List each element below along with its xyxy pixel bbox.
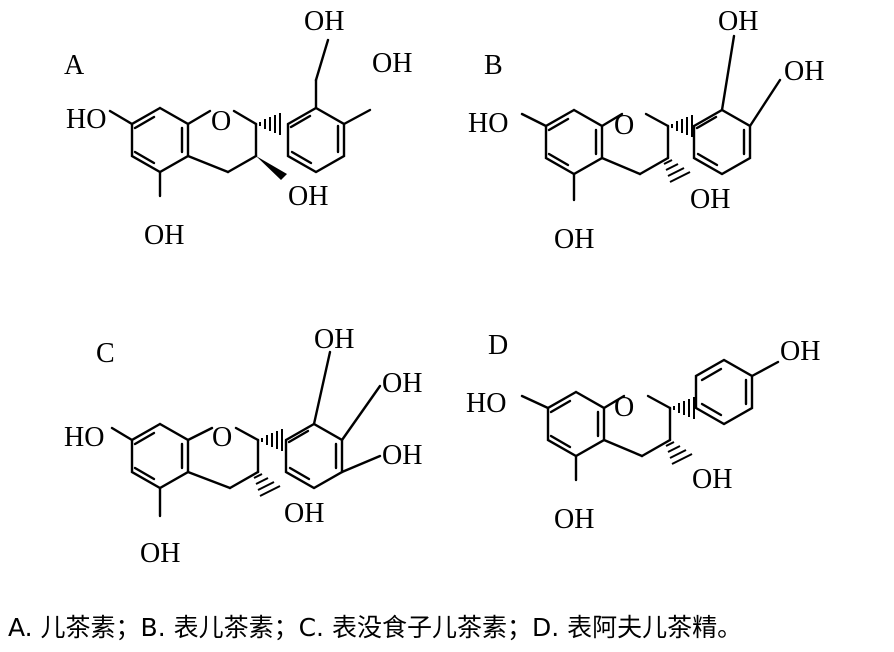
hydroxyl-c3: OH [288,181,328,212]
hydroxyl-c7: HO [468,108,508,139]
hydroxyl-b-ring-top: OH [314,324,354,355]
panel-c-label: C [96,338,115,369]
panel-b-label: B [484,50,503,81]
ring-oxygen: O [614,110,634,141]
hydroxyl-b-ring-lower: OH [382,440,422,471]
ring-oxygen: O [614,392,634,423]
hydroxyl-c5: OH [140,538,180,569]
hydroxyl-c7: HO [466,388,506,419]
hydroxyl-c3: OH [692,464,732,495]
panel-d-label: D [488,330,508,361]
hydroxyl-b-ring-top: OH [304,6,344,37]
hydroxyl-c7: HO [64,422,104,453]
ring-oxygen: O [211,106,231,137]
hydroxyl-b-ring-middle: OH [382,368,422,399]
hydroxyl-b-ring-right: OH [372,48,412,79]
hydroxyl-c3: OH [284,498,324,529]
hydroxyl-b-ring-para: OH [780,336,820,367]
hydroxyl-c7: HO [66,104,106,135]
panel-d-structure: D O HO OH OH OH [466,330,820,535]
hydroxyl-b-ring-top: OH [718,6,758,37]
panel-a-label: A [64,50,85,81]
hydroxyl-c3: OH [690,184,730,215]
hydroxyl-c5: OH [554,224,594,255]
figure-caption: A. 儿茶素；B. 表儿茶素；C. 表没食子儿茶素；D. 表阿夫儿茶精。 [8,613,743,642]
hydroxyl-c5: OH [554,504,594,535]
chemical-structures-figure: A O HO OH OH OH OH B O HO OH [64,6,824,569]
hydroxyl-b-ring-right: OH [784,56,824,87]
hydroxyl-c5: OH [144,220,184,251]
ring-oxygen: O [212,422,232,453]
panel-b-structure: B O HO OH OH [468,6,824,255]
panel-c-structure: C O HO OH OH [64,324,422,569]
panel-a-structure: A O HO OH OH OH OH [64,6,412,251]
